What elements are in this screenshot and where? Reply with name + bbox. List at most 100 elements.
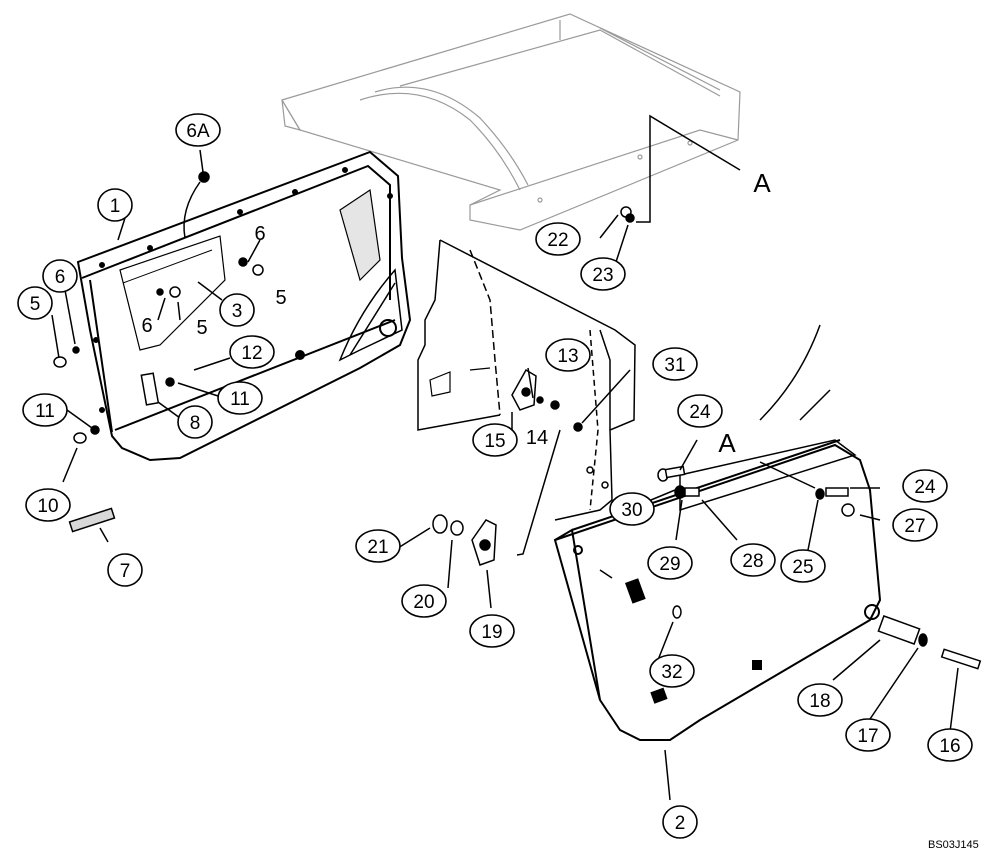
callout-bubble xyxy=(892,508,938,542)
callout-bubble xyxy=(677,394,723,428)
callout-number: 16 xyxy=(939,736,960,757)
callout-number: 23 xyxy=(592,265,613,286)
callout-bubble xyxy=(229,335,275,369)
callout-bubble xyxy=(797,683,843,717)
callout-number: 6A xyxy=(186,121,210,142)
callout-c21: 21 xyxy=(355,529,401,563)
callout-bubble xyxy=(219,293,255,327)
callout-bubble xyxy=(647,546,693,580)
callout-bubble xyxy=(580,257,626,291)
callout-number: 20 xyxy=(413,592,434,613)
part-number-label-t5b: 5 xyxy=(196,317,207,339)
callout-c16: 16 xyxy=(927,728,973,762)
callout-number: 5 xyxy=(30,294,41,315)
callout-c22: 22 xyxy=(535,222,581,256)
view-a-boundary xyxy=(759,324,831,421)
cab-post-frame xyxy=(417,239,636,521)
callout-c5a: 5 xyxy=(17,286,53,320)
callout-number: 8 xyxy=(190,413,201,434)
callout-number: 29 xyxy=(659,554,680,575)
callout-bubble xyxy=(730,543,776,577)
hardware-rods xyxy=(53,171,982,670)
callout-number: 11 xyxy=(35,401,55,422)
callout-bubble xyxy=(175,113,221,147)
callout-c31: 31 xyxy=(652,347,698,381)
callout-c11a: 11 xyxy=(22,393,68,427)
callout-c12: 12 xyxy=(229,335,275,369)
callout-bubble xyxy=(652,347,698,381)
callout-number: 12 xyxy=(241,343,262,364)
callout-number: 13 xyxy=(557,346,578,367)
callout-c1: 1 xyxy=(97,188,133,222)
part-number-label-t14: 14 xyxy=(526,427,548,449)
callout-bubble xyxy=(609,492,655,526)
plain-labels: 5 5 6 6 14 xyxy=(141,223,548,449)
callout-bubble xyxy=(545,338,591,372)
callout-c23: 23 xyxy=(580,257,626,291)
part-number-label-t5a: 5 xyxy=(275,287,286,309)
callout-c18: 18 xyxy=(797,683,843,717)
callout-bubble xyxy=(217,381,263,415)
callout-number: 7 xyxy=(120,561,131,582)
callout-number: 2 xyxy=(675,813,686,834)
callout-bubble xyxy=(469,614,515,648)
part-number-label-t6a: 6 xyxy=(254,223,265,245)
callout-number: 1 xyxy=(110,196,121,217)
callout-number: 25 xyxy=(792,557,813,578)
callout-bubble xyxy=(780,549,826,583)
callout-number: 19 xyxy=(481,622,502,643)
callout-number: 27 xyxy=(904,516,925,537)
callout-c2: 2 xyxy=(662,805,698,839)
drawing-reference-code: BS03J145 xyxy=(928,839,979,851)
callout-c6a: 6 xyxy=(42,259,78,293)
callout-number: 31 xyxy=(664,355,685,376)
callout-c7: 7 xyxy=(107,553,143,587)
callout-number: 17 xyxy=(857,726,878,747)
leader-lines xyxy=(51,114,959,801)
callout-c10: 10 xyxy=(25,488,71,522)
right-door-panel xyxy=(553,439,882,741)
callout-number: 10 xyxy=(37,496,58,517)
callout-c20: 20 xyxy=(401,584,447,618)
callout-c27: 27 xyxy=(892,508,938,542)
callout-c15: 15 xyxy=(472,423,518,457)
callout-bubble xyxy=(401,584,447,618)
callout-c30: 30 xyxy=(609,492,655,526)
callout-c24a: 24 xyxy=(677,394,723,428)
callout-bubble xyxy=(107,553,143,587)
callout-c19: 19 xyxy=(469,614,515,648)
callout-bubble xyxy=(662,805,698,839)
callout-number: 15 xyxy=(484,431,505,452)
callout-c28: 28 xyxy=(730,543,776,577)
view-marker-vA2: A xyxy=(718,428,736,458)
callout-bubble xyxy=(25,488,71,522)
callout-number: 3 xyxy=(232,301,243,322)
callout-number: 30 xyxy=(621,500,642,521)
roof-assembly xyxy=(281,13,741,231)
callout-bubble xyxy=(355,529,401,563)
callout-number: 11 xyxy=(230,389,250,410)
callout-number: 24 xyxy=(914,477,936,498)
callout-number: 32 xyxy=(661,662,682,683)
part-number-label-t6b: 6 xyxy=(141,315,152,337)
callout-c32: 32 xyxy=(649,654,695,688)
callout-bubble xyxy=(22,393,68,427)
callout-bubble xyxy=(902,469,948,503)
view-markers: AA xyxy=(718,168,771,458)
callout-bubble xyxy=(845,718,891,752)
callout-bubble xyxy=(472,423,518,457)
callout-bubble xyxy=(927,728,973,762)
callout-c11b: 11 xyxy=(217,381,263,415)
callout-number: 24 xyxy=(689,402,711,423)
view-marker-vA1: A xyxy=(753,168,771,198)
callout-bubble xyxy=(97,188,133,222)
callout-c24b: 24 xyxy=(902,469,948,503)
callout-c13: 13 xyxy=(545,338,591,372)
callout-bubble xyxy=(42,259,78,293)
callout-number: 21 xyxy=(367,537,388,558)
callout-c25: 25 xyxy=(780,549,826,583)
callout-bubble xyxy=(649,654,695,688)
callout-bubble xyxy=(177,405,213,439)
